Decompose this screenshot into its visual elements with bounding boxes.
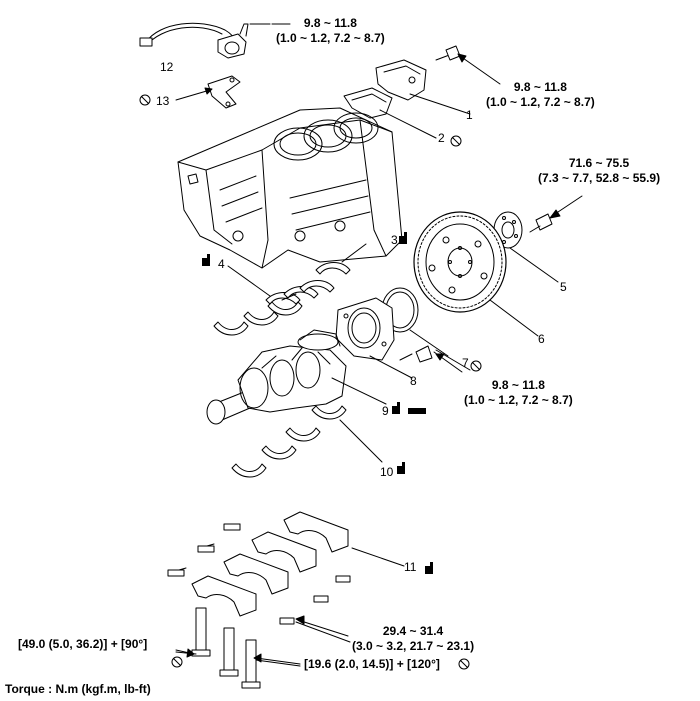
part-label-4: 4 (218, 257, 225, 271)
oil-can-symbols (202, 232, 433, 574)
prohibit-icon-7 (470, 360, 482, 372)
part-label-13: 13 (156, 94, 170, 108)
torque-spec-5-units: (7.3 ~ 7.7, 52.8 ~ 55.9) (538, 171, 661, 185)
torque-spec-12-value: 9.8 ~ 11.8 (303, 16, 357, 30)
oil-can-icon-3 (399, 232, 407, 244)
part-label-8: 8 (410, 374, 417, 388)
gasket-2-drawing (343, 87, 437, 139)
torque-spec-8-units: (1.0 ~ 1.2, 7.2 ~ 8.7) (464, 393, 573, 407)
part-label-3: 3 (391, 233, 398, 247)
upper-bearings-drawing (227, 243, 367, 305)
torque-spec-11: 29.4 ~ 31.4 (3.0 ~ 3.2, 21.7 ~ 23.1) (352, 624, 474, 654)
torque-spec-11-units: (3.0 ~ 3.2, 21.7 ~ 23.1) (352, 639, 475, 653)
part-label-2: 2 (438, 131, 445, 145)
torque-spec-12-units: (1.0 ~ 1.2, 7.2 ~ 8.7) (276, 31, 385, 45)
torque-spec-12: 9.8 ~ 11.8 (1.0 ~ 1.2, 7.2 ~ 8.7) (276, 16, 385, 46)
bearing-caps-11-drawing (167, 511, 405, 689)
drive-plate-6-drawing (413, 211, 539, 337)
seal-housing-8-drawing (335, 297, 463, 379)
torque-spec-11-value: 29.4 ~ 31.4 (382, 624, 444, 638)
torque-spec-1-value: 9.8 ~ 11.8 (513, 80, 567, 94)
part-label-5: 5 (560, 280, 567, 294)
torque-spec-main-bolt-right: [19.6 (2.0, 14.5)] + [120°] (304, 657, 440, 671)
torque-spec-5: 71.6 ~ 75.5 (7.3 ~ 7.7, 52.8 ~ 55.9) (538, 156, 660, 186)
do-not-reuse-symbols (139, 94, 482, 670)
part-label-7: 7 (462, 356, 469, 370)
crankshaft-drawing (206, 329, 387, 425)
bracket-13-drawing (175, 75, 241, 109)
part-label-1: 1 (466, 108, 473, 122)
cylinder-block-drawing (177, 107, 403, 269)
oil-can-icon-10 (397, 462, 405, 474)
torque-spec-1: 9.8 ~ 11.8 (1.0 ~ 1.2, 7.2 ~ 8.7) (486, 80, 595, 110)
sealant-icon-9 (408, 408, 426, 414)
prohibit-icon-left-bolt (171, 656, 183, 668)
oil-can-icon-11 (425, 562, 433, 574)
torque-spec-main-bolt-left: [49.0 (5.0, 36.2)] + [90°] (18, 637, 148, 651)
oil-can-icon-4 (202, 254, 210, 266)
lower-bearings-drawing (213, 301, 383, 478)
torque-leader-lines (175, 23, 583, 665)
torque-unit-footer: Torque : N.m (kgf.m, lb-ft) (5, 682, 151, 696)
prohibit-icon-right-bolt (458, 658, 470, 670)
part-label-12: 12 (160, 60, 174, 74)
cover-1-drawing (375, 45, 471, 115)
part-label-10: 10 (380, 465, 394, 479)
torque-spec-5-value: 71.6 ~ 75.5 (568, 156, 630, 170)
part-label-6: 6 (538, 332, 545, 346)
oil-can-icon-9 (392, 402, 400, 414)
sensor-12-drawing (139, 22, 271, 59)
torque-spec-8: 9.8 ~ 11.8 (1.0 ~ 1.2, 7.2 ~ 8.7) (464, 378, 573, 408)
part-label-11: 11 (404, 560, 417, 574)
torque-spec-1-units: (1.0 ~ 1.2, 7.2 ~ 8.7) (486, 95, 595, 109)
prohibit-icon-2 (450, 135, 462, 147)
part-label-9: 9 (382, 404, 389, 418)
torque-spec-8-value: 9.8 ~ 11.8 (491, 378, 545, 392)
prohibit-icon-13 (139, 94, 151, 106)
